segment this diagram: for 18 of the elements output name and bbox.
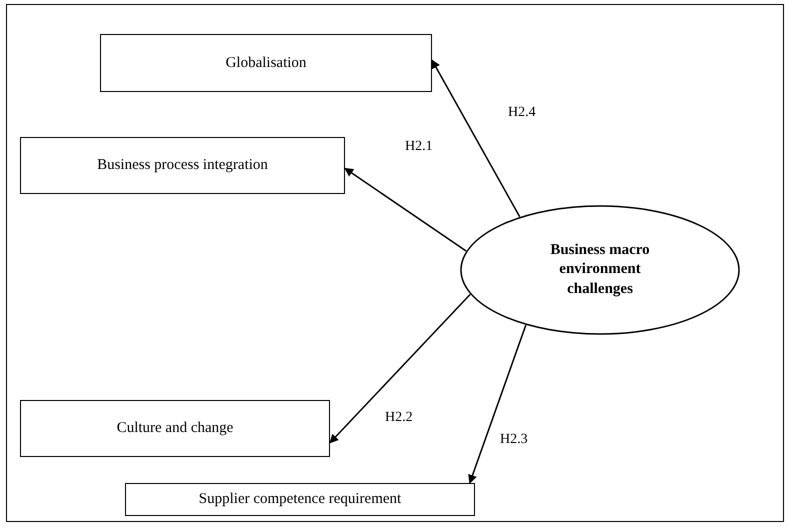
node-text: Globalisation xyxy=(226,54,306,72)
edge-label: H2.1 xyxy=(405,139,433,155)
node-text: Supplier competence requirement xyxy=(198,491,402,508)
process-box xyxy=(20,137,345,194)
arrow xyxy=(344,168,467,252)
node-text: Business macro environment challenges xyxy=(549,240,651,299)
node-text: Business process integration xyxy=(97,157,268,174)
edge-label: H2.2 xyxy=(385,410,413,426)
process-box xyxy=(125,483,475,516)
node-text: Culture and change xyxy=(116,420,234,437)
process-box xyxy=(100,34,432,92)
process-box xyxy=(20,400,330,457)
edge-label: H2.4 xyxy=(508,105,536,121)
ellipse-node xyxy=(460,205,740,335)
edge-label: H2.3 xyxy=(500,432,528,448)
arrow xyxy=(431,59,520,218)
arrow xyxy=(468,324,527,484)
arrow xyxy=(329,294,471,444)
